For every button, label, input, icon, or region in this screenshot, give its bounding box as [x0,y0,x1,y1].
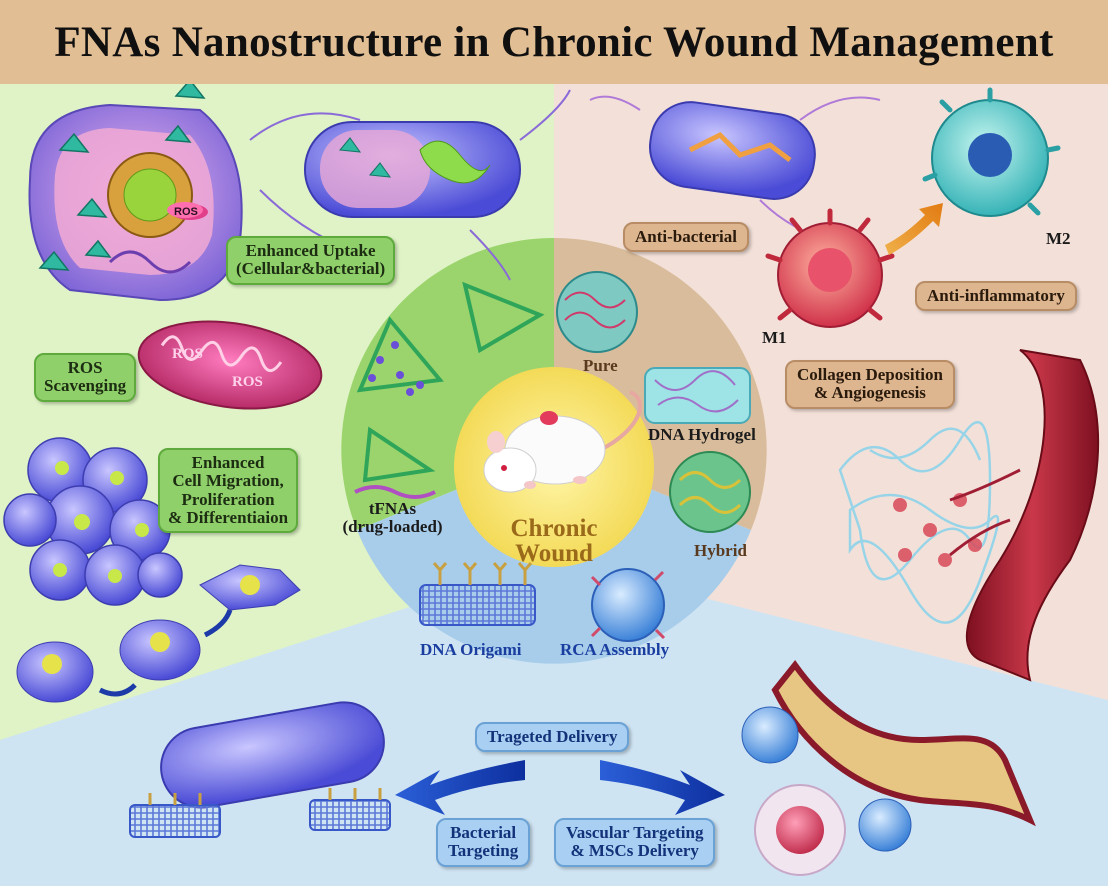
label-tfnas-line1: tFNAs [368,499,417,518]
label-cell-migration: Enhanced Cell Migration, Proliferation &… [158,448,299,534]
center-label-line1: Chronic [510,515,598,542]
label-collagen-angiogenesis: Collagen Deposition & Angiogenesis [785,360,955,409]
label-anti-inflammatory: Anti-inflammatory [915,281,1077,312]
dna-hydrogel-illustration [644,367,751,424]
label-dna-hydrogel: DNA Hydrogel [648,425,756,444]
pure-sphere-illustration [556,271,638,353]
rca-assembly-illustration [590,568,666,642]
label-cell-migration-line3: Proliferation [181,489,275,509]
svg-text:ROS: ROS [174,206,198,218]
rat-illustration [483,390,642,493]
ros-tag-mito-1: ROS [172,346,203,362]
bacterium-targeted-illustration [129,701,391,838]
label-enhanced-uptake-line2: (Cellular&bacterial) [236,259,386,279]
ros-tag-mito-2: ROS [232,374,263,390]
wound-icon [540,411,558,425]
label-ros-scavenging-line2: Scavenging [44,376,127,396]
m2-macrophage-illustration [922,87,1061,217]
label-anti-bacterial: Anti-bacterial [623,222,749,253]
label-cell-migration-line1: Enhanced [191,453,265,472]
label-ros-scavenging: ROS Scavenging [34,353,137,402]
tfna-tetrahedra-illustration [354,281,545,499]
label-hybrid: Hybrid [694,541,747,560]
label-tfnas: tFNAs (drug-loaded) [330,499,455,537]
ros-tag-cell: ROS [167,202,203,218]
dna-origami-illustration [419,562,536,626]
label-tfnas-line2: (drug-loaded) [342,517,443,537]
collagen-vessel-illustration [838,349,1100,682]
m1-macrophage-illustration [765,208,895,328]
label-collagen-line1: Collagen Deposition [797,365,943,384]
center-label-line2: Wound [515,540,593,567]
label-bacterial-targeting-line1: Bacterial [450,823,517,842]
label-cell-migration-line4: & Differentiaion [168,508,289,528]
hybrid-sphere-illustration [669,451,751,533]
label-m2: M2 [1046,229,1071,248]
arrow-left-icon [395,760,525,815]
label-targeted-delivery: Trageted Delivery [475,722,630,753]
label-pure: Pure [583,356,618,375]
label-ros-scavenging-line1: ROS [67,358,103,377]
bacterium-uptake-illustration [249,89,571,281]
label-rca-assembly: RCA Assembly [560,640,670,659]
label-collagen-line2: & Angiogenesis [814,383,926,403]
migrating-cells-illustration [16,564,301,703]
label-bacterial-targeting-line2: Targeting [448,841,519,861]
label-enhanced-uptake: Enhanced Uptake (Cellular&bacterial) [226,236,396,285]
label-cell-migration-line2: Cell Migration, [172,471,284,491]
label-m1: M1 [762,328,787,347]
label-vascular-targeting-line1: Vascular Targeting [566,823,704,842]
label-bacterial-targeting: Bacterial Targeting [436,818,531,867]
label-vascular-targeting: Vascular Targeting & MSCs Delivery [554,818,716,867]
arrow-right-icon [600,760,725,815]
page-title: FNAs Nanostructure in Chronic Wound Mana… [54,18,1054,66]
label-dna-origami: DNA Origami [420,640,522,659]
polarization-arrow-icon [885,203,943,255]
vascular-msc-illustration [741,660,1036,876]
cell-illustration: ROS [28,78,243,302]
center-label: Chronic Wound [494,516,614,566]
mitochondrion-illustration: ROS ROS [137,320,323,410]
label-vascular-targeting-line2: & MSCs Delivery [570,841,699,861]
figure-header: FNAs Nanostructure in Chronic Wound Mana… [0,0,1108,84]
cell-cluster-illustration [3,437,183,606]
label-enhanced-uptake-line1: Enhanced Uptake [245,241,376,260]
bacterium-antibacterial-illustration [589,95,881,241]
